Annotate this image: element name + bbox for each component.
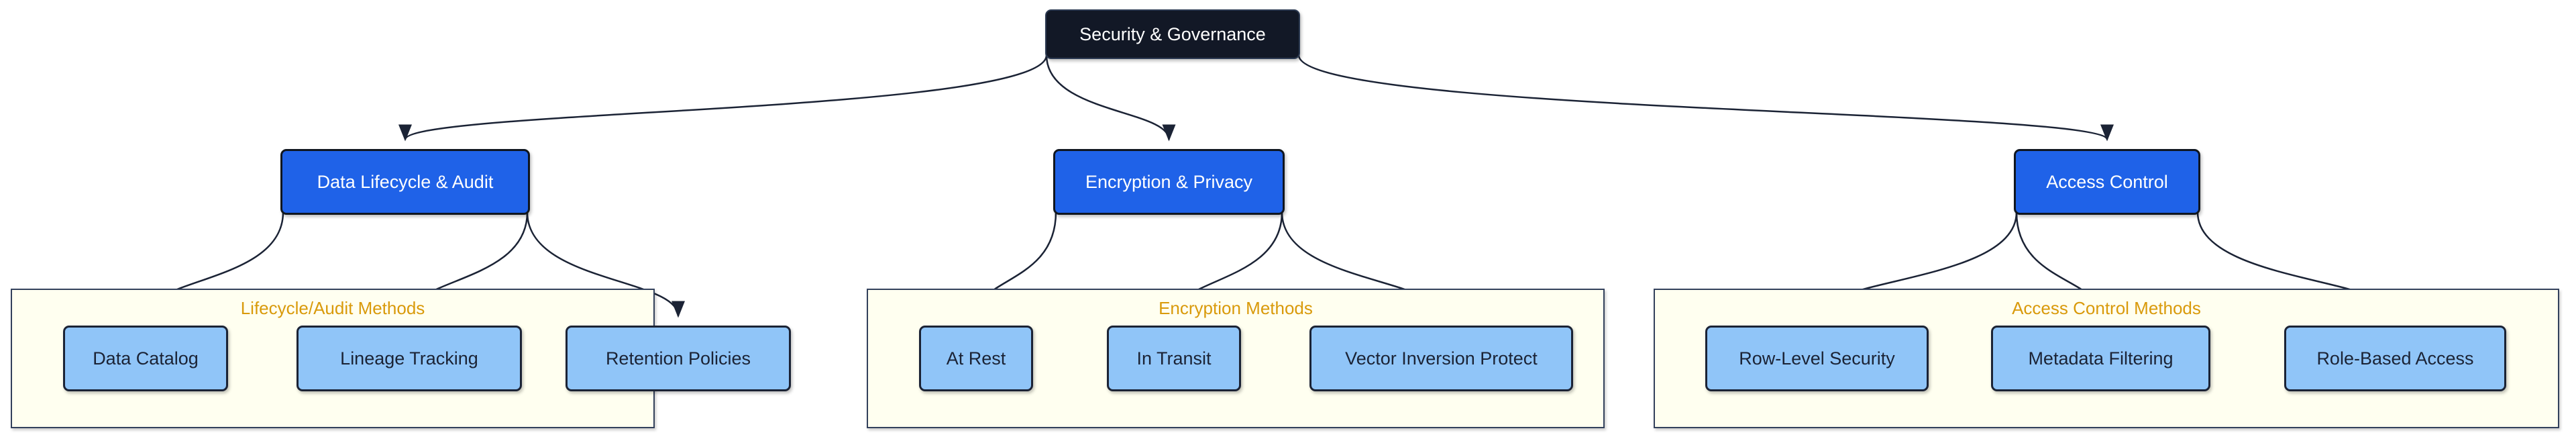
- node-leaf-in-transit[interactable]: In Transit: [1107, 326, 1241, 391]
- node-leaf-row-level-security[interactable]: Row-Level Security: [1705, 326, 1929, 391]
- node-label: In Transit: [1136, 348, 1212, 369]
- node-leaf-vector-inversion-protect[interactable]: Vector Inversion Protect: [1309, 326, 1573, 391]
- node-label: Encryption & Privacy: [1085, 171, 1253, 192]
- node-label: Vector Inversion Protect: [1345, 348, 1538, 369]
- node-leaf-lineage-tracking[interactable]: Lineage Tracking: [297, 326, 522, 391]
- cluster-label: Lifecycle/Audit Methods: [240, 298, 425, 318]
- node-label: Retention Policies: [605, 348, 751, 369]
- node-root-security-governance[interactable]: Security & Governance: [1045, 9, 1300, 59]
- node-label: Role-Based Access: [2316, 348, 2474, 369]
- node-label: Row-Level Security: [1739, 348, 1895, 369]
- node-label: Access Control: [2046, 171, 2168, 192]
- cluster-label: Access Control Methods: [2012, 298, 2201, 318]
- node-leaf-data-catalog[interactable]: Data Catalog: [63, 326, 228, 391]
- cluster-label: Encryption Methods: [1159, 298, 1313, 318]
- node-branch-encryption-privacy[interactable]: Encryption & Privacy: [1053, 149, 1285, 215]
- edge-root-to-encryption-privacy: [1045, 54, 1176, 142]
- node-leaf-metadata-filtering[interactable]: Metadata Filtering: [1991, 326, 2210, 391]
- node-leaf-at-rest[interactable]: At Rest: [919, 326, 1033, 391]
- node-leaf-role-based-access[interactable]: Role-Based Access: [2284, 326, 2506, 391]
- node-label: Metadata Filtering: [2028, 348, 2174, 369]
- node-branch-access-control[interactable]: Access Control: [2014, 149, 2200, 215]
- node-label: Data Catalog: [93, 348, 199, 369]
- node-leaf-retention-policies[interactable]: Retention Policies: [566, 326, 791, 391]
- edge-root-to-access-control: [1297, 54, 2114, 142]
- node-branch-data-lifecycle-audit[interactable]: Data Lifecycle & Audit: [280, 149, 530, 215]
- node-label: Data Lifecycle & Audit: [317, 171, 494, 192]
- edge-root-to-data-lifecycle-audit: [398, 54, 1048, 142]
- node-label: Security & Governance: [1079, 23, 1266, 44]
- node-label: Lineage Tracking: [340, 348, 478, 369]
- node-label: At Rest: [946, 348, 1006, 369]
